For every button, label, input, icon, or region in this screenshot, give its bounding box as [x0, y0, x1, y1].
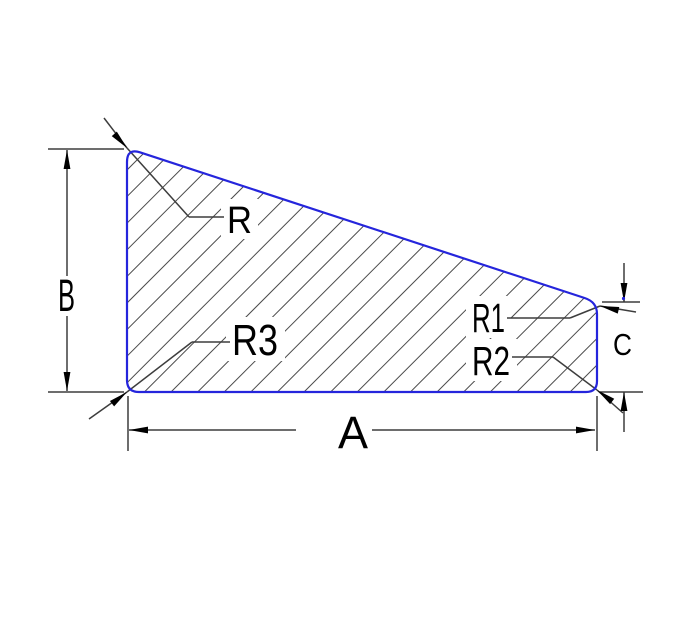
hatch-line — [127, 151, 216, 392]
dimension-labels: A B C R R1 R2 R3 — [58, 200, 632, 458]
hatch-line — [506, 151, 597, 392]
arrow-b-top — [63, 150, 71, 169]
hatch-line — [127, 151, 163, 392]
arrow-c-bottom — [620, 392, 628, 411]
arrow-b-bottom — [63, 372, 71, 391]
halo-radius-bottom-right — [466, 339, 517, 381]
hatch-line — [127, 151, 243, 392]
leader-r3-diagonal — [126, 341, 193, 393]
profile-outline — [125, 150, 599, 394]
label-halos — [221, 199, 517, 381]
arrow-a-left — [129, 426, 148, 434]
hatch-line — [586, 151, 597, 392]
dimension-lines — [48, 117, 643, 451]
label-radius-bottom-right: R2 — [472, 338, 510, 384]
fillet-center-dot — [621, 296, 626, 301]
hatch-line — [533, 151, 597, 392]
halo-radius-top-left — [221, 199, 258, 239]
leader-r-diagonal — [126, 147, 190, 218]
hatch-line — [127, 151, 189, 392]
hatch-lines — [127, 151, 597, 392]
label-radius-bottom-left: R3 — [232, 316, 278, 365]
arrow-radius-top-right — [599, 302, 620, 314]
arrow-a-right — [576, 426, 595, 434]
halo-radius-top-right — [466, 296, 511, 338]
halo-radius-bottom-left — [226, 317, 285, 361]
label-dim-height: B — [58, 270, 75, 321]
label-radius-top-right: R1 — [472, 295, 505, 341]
label-radius-top-left: R — [227, 200, 252, 242]
leader-r2-diagonal — [552, 356, 598, 391]
label-dim-width: A — [338, 407, 368, 458]
label-dim-right-height: C — [613, 327, 632, 362]
